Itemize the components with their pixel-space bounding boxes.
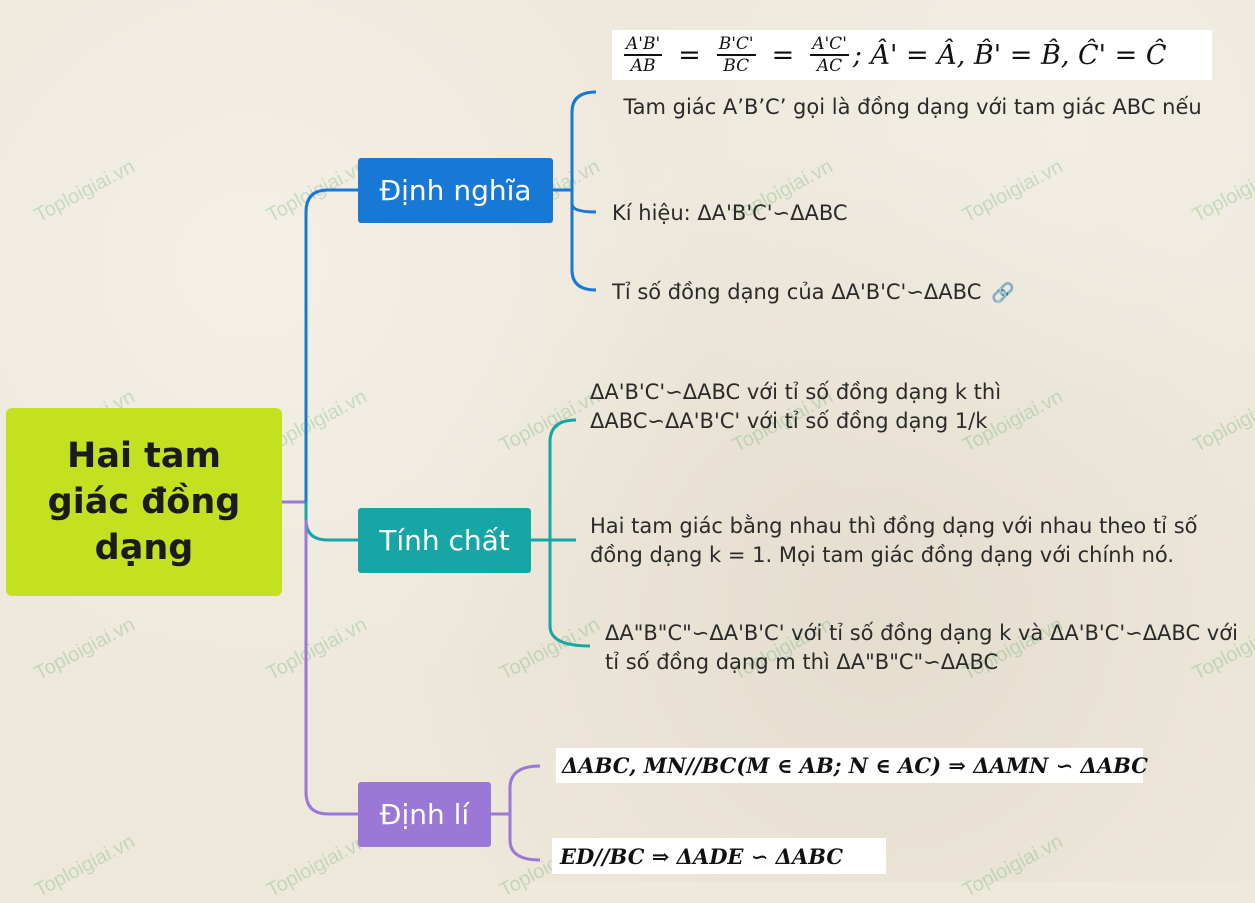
- ratio-2-numerator: B'C': [716, 34, 756, 56]
- branch-label: Định lí: [379, 798, 470, 831]
- definition-formula[interactable]: A'B' AB = B'C' BC = A'C' AC ; Â' = Â, B̂…: [612, 30, 1212, 80]
- leaf-text: Kí hiệu: ΔA'B'C'∽ΔABC: [612, 201, 848, 225]
- ratio-3-denominator: AC: [816, 56, 843, 76]
- angle-equalities: ; Â' = Â, B̂' = B̂, Ĉ' = Ĉ: [852, 39, 1167, 71]
- ratio-2: B'C' BC: [716, 34, 756, 76]
- root-topic[interactable]: Hai tam giác đồng dạng: [6, 408, 282, 596]
- ratio-1-denominator: AB: [630, 56, 656, 76]
- leaf-text: ΔA'B'C'∽ΔABC với tỉ số đồng dạng k thì Δ…: [590, 380, 1002, 433]
- leaf-ratio[interactable]: Tỉ số đồng dạng của ΔA'B'C'∽ΔABC 🔗: [612, 278, 1015, 308]
- ratio-3-numerator: A'C': [810, 34, 849, 56]
- leaf-text: ΔA"B"C"∽ΔA'B'C' với tỉ số đồng dạng k và…: [605, 621, 1238, 674]
- ratio-2-denominator: BC: [723, 56, 750, 76]
- leaf-text: Hai tam giác bằng nhau thì đồng dạng với…: [590, 514, 1198, 567]
- leaf-property-equal-triangles[interactable]: Hai tam giác bằng nhau thì đồng dạng với…: [590, 512, 1250, 570]
- formula-text: ED//BC ⇒ ΔADE ∽ ΔABC: [560, 843, 844, 869]
- branch-label: Định nghĩa: [379, 174, 532, 207]
- leaf-text: Tam giác A’B’C’ gọi là đồng dạng với tam…: [623, 95, 1202, 119]
- leaf-property-transitive[interactable]: ΔA"B"C"∽ΔA'B'C' với tỉ số đồng dạng k và…: [605, 619, 1245, 677]
- leaf-notation[interactable]: Kí hiệu: ΔA'B'C'∽ΔABC: [612, 199, 848, 228]
- connector-lines: [282, 90, 597, 862]
- theorem-formula-1[interactable]: ΔABC, MN//BC(M ∈ AB; N ∈ AC) ⇒ ΔAMN ∽ ΔA…: [556, 748, 1148, 783]
- link-icon[interactable]: 🔗: [991, 282, 1016, 304]
- theorem-formula-2[interactable]: ED//BC ⇒ ΔADE ∽ ΔABC: [552, 838, 886, 874]
- branch-label: Tính chất: [379, 524, 510, 557]
- ratio-1-numerator: A'B': [624, 34, 663, 56]
- root-title: Hai tam giác đồng dạng: [47, 436, 241, 568]
- ratio-1: A'B' AB: [624, 34, 663, 76]
- equals-sign: =: [678, 39, 701, 71]
- branch-dinh-li[interactable]: Định lí: [358, 782, 491, 847]
- equals-sign: =: [771, 39, 795, 71]
- leaf-property-inverse[interactable]: ΔA'B'C'∽ΔABC với tỉ số đồng dạng k thì Δ…: [590, 378, 1050, 436]
- leaf-definition-text[interactable]: Tam giác A’B’C’ gọi là đồng dạng với tam…: [600, 93, 1225, 122]
- branch-dinh-nghia[interactable]: Định nghĩa: [358, 158, 553, 223]
- paper-background: [0, 0, 1255, 882]
- branch-tinh-chat[interactable]: Tính chất: [358, 508, 531, 573]
- formula-text: ΔABC, MN//BC(M ∈ AB; N ∈ AC) ⇒ ΔAMN ∽ ΔA…: [562, 753, 1148, 778]
- ratio-3: A'C' AC: [810, 34, 849, 76]
- leaf-text: Tỉ số đồng dạng của ΔA'B'C'∽ΔABC: [612, 280, 982, 304]
